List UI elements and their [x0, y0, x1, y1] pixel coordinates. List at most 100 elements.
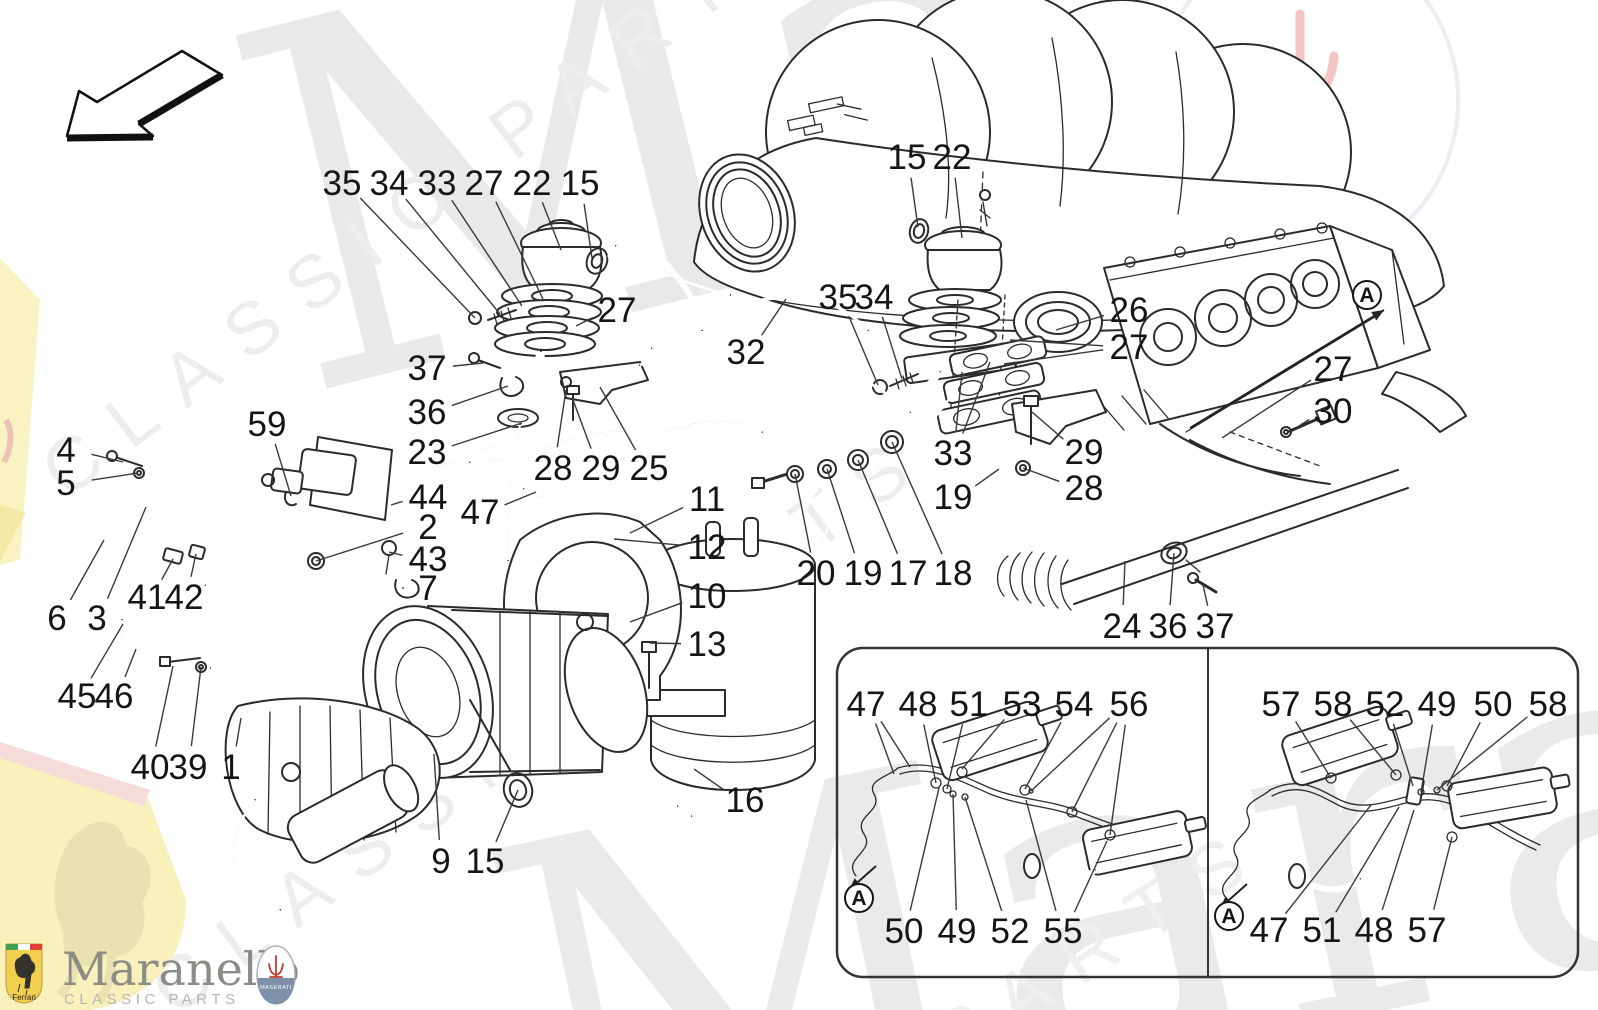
leader-line [649, 642, 682, 645]
part-number-15: 15 [888, 138, 927, 177]
leader-line [452, 362, 484, 367]
part-number-58: 58 [1314, 685, 1353, 724]
watermark-horse-silhouette [54, 821, 151, 967]
leader-line [1284, 804, 1372, 915]
part-number-40: 40 [131, 748, 170, 787]
leader-line [451, 385, 509, 407]
leader-line [1446, 721, 1481, 787]
leader-line [190, 553, 197, 577]
leader-line [946, 724, 964, 790]
part-number-2: 2 [418, 508, 437, 547]
leader-line [1024, 721, 1062, 790]
bolt-30 [1280, 404, 1338, 438]
leader-line [909, 787, 940, 911]
leader-line [954, 177, 963, 239]
footer-brand: Ferrari Maranello CLASSIC PARTS MASERATI [5, 942, 300, 1008]
part-number-35: 35 [323, 164, 362, 203]
leader-line [881, 316, 903, 380]
direction-arrow [65, 49, 224, 142]
clamp-15-bottom [502, 772, 534, 808]
leader-line [1055, 314, 1105, 331]
leader-line [693, 768, 724, 790]
part-number-44: 44 [409, 478, 448, 517]
part-number-36: 36 [1149, 607, 1188, 646]
leader-line [1392, 723, 1414, 787]
leader-line [1025, 799, 1057, 911]
leader-line [1169, 552, 1175, 606]
part-number-45: 45 [58, 677, 97, 716]
leader-line [1381, 809, 1415, 911]
leader-line [1433, 836, 1453, 910]
leader-line [857, 459, 899, 555]
part-number-49: 49 [938, 912, 977, 951]
leader-line [1335, 806, 1400, 913]
part-number-54: 54 [1055, 685, 1094, 724]
part-number-36: 36 [408, 393, 447, 432]
leader-line [923, 724, 937, 784]
inset-2-art [1222, 705, 1571, 899]
part-number-27: 27 [1110, 328, 1149, 367]
leader-line [451, 199, 523, 307]
leader-line [1073, 840, 1108, 913]
leader-line [599, 386, 637, 451]
leader-line [629, 602, 683, 623]
leader-line [1202, 584, 1209, 606]
cam-ports [1139, 259, 1340, 366]
part-number-48: 48 [1355, 911, 1394, 950]
part-number-19: 19 [934, 478, 973, 517]
section-marker-letter: A [851, 887, 866, 910]
part-number-33: 33 [934, 434, 973, 473]
part-number-50: 50 [885, 912, 924, 951]
leader-line [155, 665, 174, 747]
part-number-5: 5 [56, 464, 75, 503]
leader-line [1122, 560, 1126, 606]
bracket-25 [559, 361, 649, 405]
part-number-17: 17 [889, 554, 928, 593]
front-cover [224, 697, 441, 917]
part-number-25: 25 [630, 449, 669, 488]
leader-lines [69, 177, 1528, 915]
part-number-28: 28 [534, 449, 573, 488]
part-number-22: 22 [933, 138, 972, 177]
part-number-52: 52 [991, 912, 1030, 951]
corrugated-boot [997, 551, 1072, 611]
leader-line [1031, 411, 1064, 440]
leader-line [556, 389, 567, 448]
leader-line [495, 789, 519, 843]
leader-line [955, 371, 963, 433]
part-number-1: 1 [221, 748, 240, 787]
part-number-39: 39 [169, 748, 208, 787]
leader-line [910, 177, 919, 228]
leader-line [390, 500, 403, 506]
leader-line [315, 532, 404, 562]
leader-line [613, 538, 682, 546]
shield-stripe-red [30, 944, 42, 950]
part-number-15: 15 [561, 164, 600, 203]
part-number-55: 55 [1044, 912, 1083, 951]
leader-line [235, 717, 242, 747]
leader-line [848, 315, 879, 386]
leader-line [433, 753, 441, 841]
part-number-34: 34 [370, 164, 409, 203]
leader-line [161, 558, 174, 581]
leader-line [962, 361, 991, 434]
prancing-horse-icon [14, 953, 36, 996]
leader-line [1221, 379, 1312, 439]
part-number-41: 41 [128, 578, 167, 617]
leader-line [1298, 418, 1310, 427]
inlet-ring-outer [698, 153, 796, 273]
leader-line [1436, 716, 1528, 791]
section-arrow [1189, 309, 1385, 429]
air-valve-left [494, 219, 609, 428]
part-number-18: 18 [934, 554, 973, 593]
gasket-stack-right [936, 294, 1048, 435]
part-number-27: 27 [1314, 350, 1353, 389]
watermark-shield-bottom-stripe [0, 742, 150, 806]
leader-line [874, 723, 895, 775]
part-number-52: 52 [1366, 685, 1405, 724]
plenum-clip [786, 96, 868, 137]
part-number-23: 23 [408, 433, 447, 472]
leader-line [1071, 722, 1118, 813]
